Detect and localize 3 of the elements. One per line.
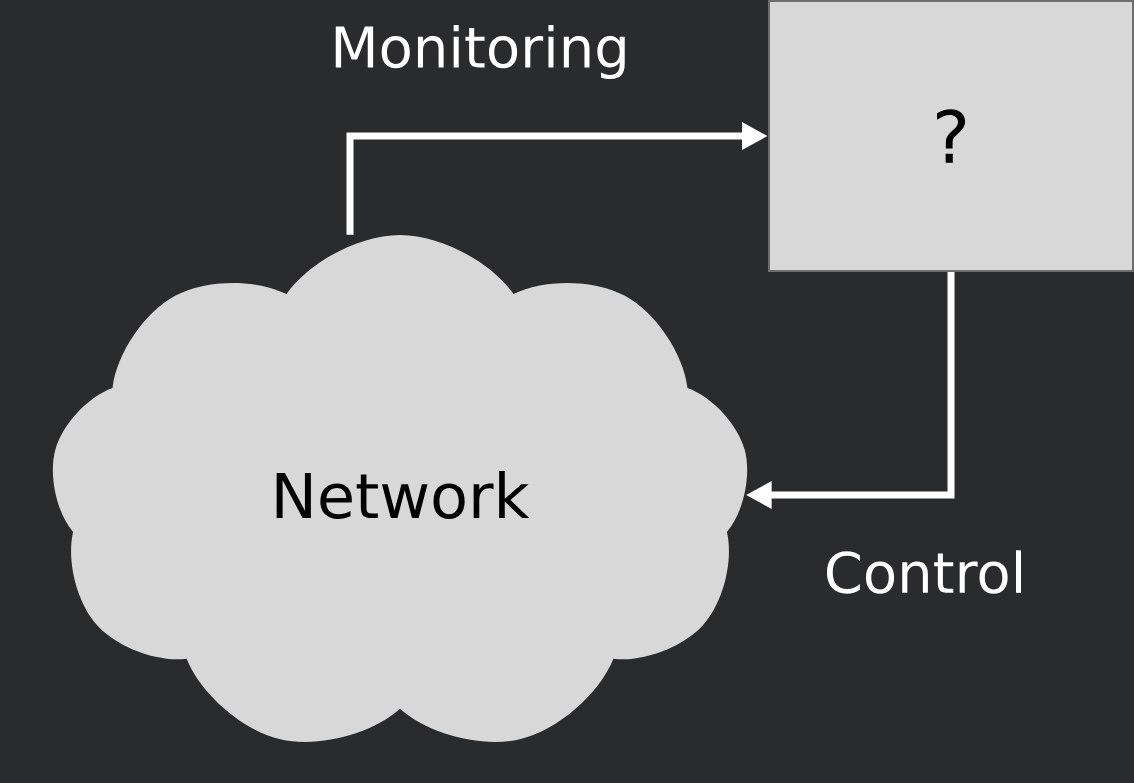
- edge-label: Control: [826, 550, 1022, 594]
- process-box: ?: [768, 0, 1134, 272]
- edge-label: Monitoring: [335, 24, 625, 80]
